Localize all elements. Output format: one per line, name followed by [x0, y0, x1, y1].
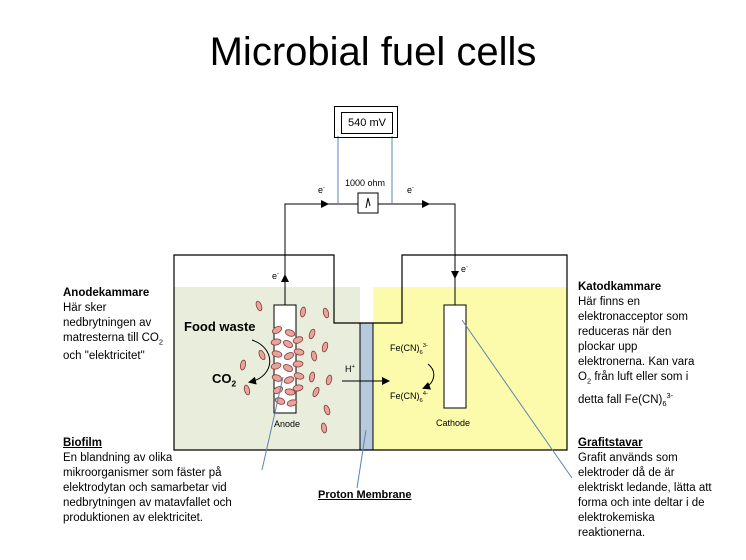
biofilm-note-line: mikroorganismer som fäster på: [63, 467, 222, 479]
resistor-label: 1000 ohm: [345, 178, 386, 188]
cathode-chamber-fill: [373, 287, 567, 450]
anode-note-line: Här sker: [63, 302, 107, 314]
biofilm-heading: Biofilm: [63, 437, 102, 449]
electron-label-anode: e-: [272, 271, 279, 281]
graphite-pointer: [461, 319, 573, 479]
graphite-note-line: Grafit används som: [578, 452, 678, 464]
electron-label-left: e-: [318, 185, 325, 195]
anode-note-line: och "elektricitet": [63, 350, 145, 363]
ferri-to-ferro-arrow: [422, 363, 435, 390]
page-title: Microbial fuel cells: [209, 30, 537, 74]
cathode-note-line: elektronerna. Kan vara: [578, 356, 695, 368]
graphite-note-line: elektroder då de är: [578, 467, 675, 479]
food-to-co2-arrow: [248, 339, 271, 385]
biofilm-bacteria: [270, 325, 305, 407]
biofilm-note: Biofilm En blandning av olika mikroorgan…: [63, 436, 232, 526]
cathode-note-line-fe: detta fall Fe(CN)63-: [578, 391, 674, 409]
anode-chamber-fill: [174, 287, 360, 450]
membrane-pointer: [356, 429, 367, 489]
graphite-note-line: reaktionerna.: [578, 527, 646, 539]
biofilm-note-line: nedbrytningen av matavfallet och: [63, 497, 232, 509]
anode-label: Anode: [274, 419, 301, 429]
voltmeter-reading: 540 mV: [341, 112, 393, 134]
cathode-chamber-heading: Katodkammare: [578, 281, 662, 293]
food-waste-label: Food waste: [184, 319, 256, 334]
graphite-note-line: forma och inte deltar i de: [578, 497, 705, 509]
anode-note-line-co2: matresterna till CO2: [63, 332, 164, 347]
ferrocyanide-label: Fe(CN)64-: [390, 391, 428, 404]
resistor: [357, 192, 379, 214]
cathode-note-line: plockar upp: [578, 341, 638, 353]
cathode-note-line: reduceras när den: [578, 326, 672, 338]
biofilm-note-line: produktionen av elektricitet.: [63, 512, 203, 524]
anode-chamber-note: Anodekammare Här sker nedbrytningen av m…: [63, 286, 163, 364]
resistor-symbol: [365, 197, 371, 209]
biofilm-note-line: En blandning av olika: [63, 452, 173, 464]
proton-label: H+: [345, 364, 355, 374]
biofilm-pointer: [261, 376, 284, 471]
biofilm-note-line: elektrodytan och samarbetar vid: [63, 482, 227, 494]
tank-outline: [173, 254, 568, 451]
proton-membrane-label: Proton Membrane: [318, 489, 412, 501]
cathode-note-line: Här finns en: [578, 296, 641, 308]
graphite-heading: Grafitstavar: [578, 437, 643, 449]
electron-label-right: e-: [407, 185, 414, 195]
graphite-note-line: elektrokemiska: [578, 512, 655, 524]
cathode-chamber-note: Katodkammare Här finns en elektronaccept…: [578, 280, 694, 411]
anode-chamber-heading: Anodekammare: [63, 287, 150, 299]
cathode-note-line-o2: O2 från luft eller som i: [578, 371, 689, 386]
graphite-note-line: elektriskt ledande, lätta att: [578, 482, 712, 494]
proton-membrane: [359, 322, 374, 451]
meter-frame: [334, 106, 398, 138]
graphite-note: Grafitstavar Grafit används som elektrod…: [578, 436, 712, 541]
ferricyanide-label: Fe(CN)63-: [390, 343, 428, 356]
co2-label: CO2: [212, 371, 237, 389]
free-bacteria: [239, 300, 333, 434]
electron-label-cathode: e-: [461, 264, 468, 274]
cathode-label: Cathode: [436, 418, 471, 428]
wire-left: [284, 203, 358, 305]
cathode-note-line: elektronacceptor som: [578, 311, 688, 323]
anode-note-line: nedbrytningen av: [63, 317, 152, 329]
